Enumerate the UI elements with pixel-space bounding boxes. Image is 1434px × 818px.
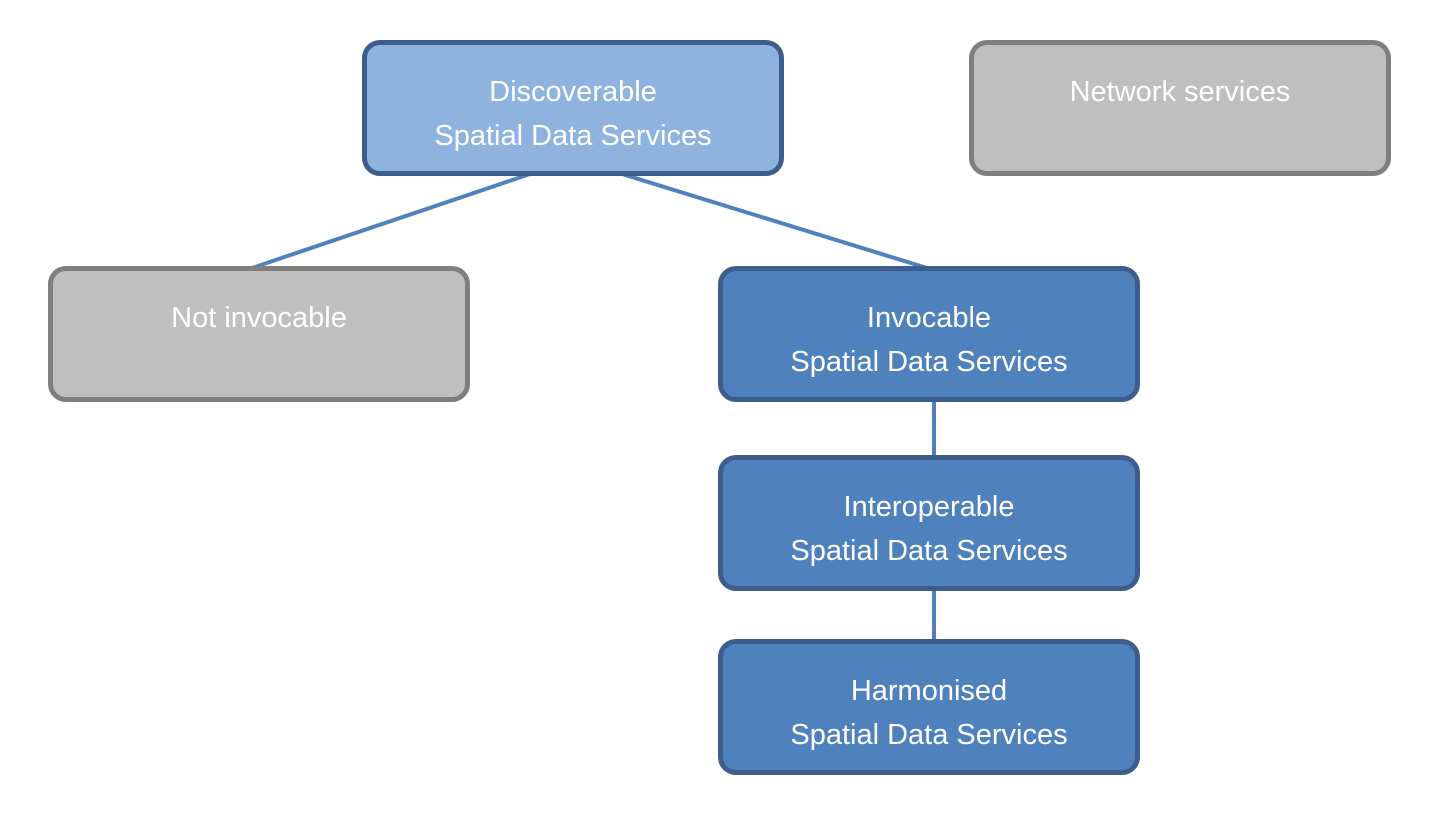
node-discoverable-spatial-data-services: Discoverable Spatial Data Services — [362, 40, 784, 176]
node-label-line1: Discoverable — [489, 76, 657, 108]
node-invocable-spatial-data-services: Invocable Spatial Data Services — [718, 266, 1140, 402]
node-label-line1: Network services — [1069, 76, 1291, 108]
node-label-line2: Spatial Data Services — [790, 719, 1068, 751]
node-network-services: Network services — [969, 40, 1391, 176]
node-label-line1: Invocable — [866, 302, 992, 334]
node-label-line1: Not invocable — [171, 302, 347, 334]
node-not-invocable: Not invocable — [48, 266, 470, 402]
connector-discoverable-to-not-invocable — [251, 172, 531, 270]
node-interoperable-spatial-data-services: Interoperable Spatial Data Services — [718, 455, 1140, 591]
node-label-line1: Harmonised — [850, 675, 1008, 707]
node-harmonised-spatial-data-services: Harmonised Spatial Data Services — [718, 639, 1140, 775]
node-label-line2: Spatial Data Services — [790, 535, 1068, 567]
node-label-line1: Interoperable — [843, 491, 1015, 523]
node-label-line2: Spatial Data Services — [790, 346, 1068, 378]
connector-discoverable-to-invocable — [621, 172, 928, 270]
node-label-line2: Spatial Data Services — [434, 120, 712, 152]
